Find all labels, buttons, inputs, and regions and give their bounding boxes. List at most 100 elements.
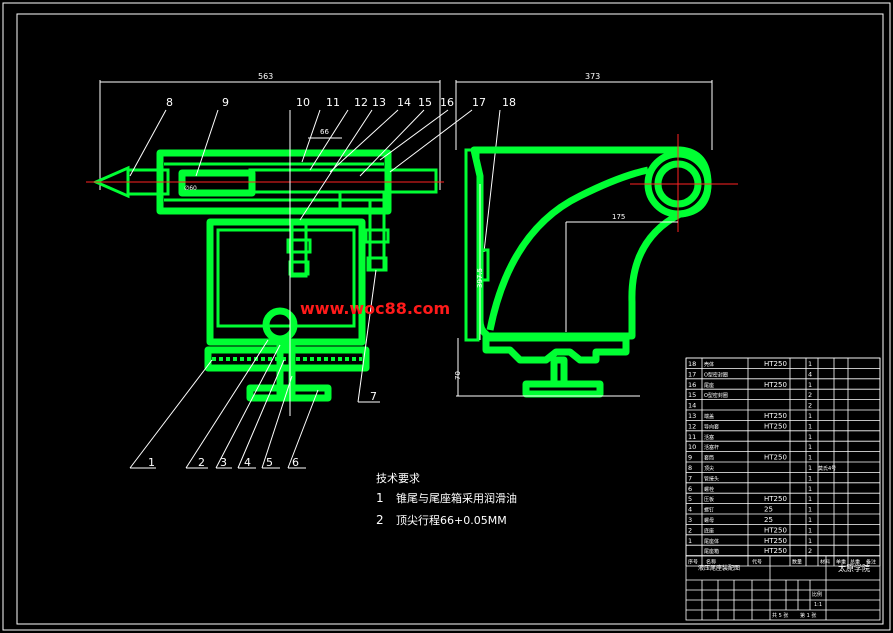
bom-row-name: 管接头 [704, 475, 719, 482]
scale-label: 比例 [812, 591, 822, 598]
label-15: 15 [418, 96, 432, 109]
bom-row-qty: 2 [808, 391, 812, 399]
bom-row-material: 25 [764, 506, 773, 514]
label-9: 9 [222, 96, 229, 109]
bom-row-name: 端盖 [704, 413, 714, 420]
bom-row-qty: 1 [808, 433, 812, 441]
inner-frame [16, 13, 884, 625]
bore-circle [262, 307, 298, 343]
label-3: 3 [220, 456, 227, 469]
bom-row-no: 18 [688, 360, 696, 368]
label-5: 5 [266, 456, 273, 469]
bom-row-name: 尾座 [704, 382, 714, 389]
scale-value: 1:1 [814, 602, 822, 608]
bom-row-no: 17 [688, 370, 696, 378]
bom-row-qty: 1 [808, 422, 812, 430]
bom-head-material: 材料 [820, 559, 830, 566]
title-block: 液压尾座装配图 太原学院 比例 1:1 共 5 张 第 1 张 [686, 555, 880, 620]
bom-row-qty: 1 [808, 474, 812, 482]
bom-head-note: 备注 [866, 559, 876, 566]
bom-row-name: 底座 [704, 527, 714, 534]
label-11: 11 [326, 96, 340, 109]
bom-row-name: O型密封圈 [704, 371, 728, 378]
bom-row-name: 压板 [704, 496, 714, 503]
bom-row-no: 9 [688, 454, 692, 462]
bom-row-qty: 2 [808, 547, 812, 555]
bom-row-material: HT250 [764, 495, 787, 503]
bom-row-qty: 1 [808, 495, 812, 503]
label-10: 10 [296, 96, 310, 109]
sheet-total: 共 5 张 [772, 612, 788, 619]
bom-row-qty: 1 [808, 443, 812, 451]
bom-head-qty: 数量 [792, 559, 802, 566]
bom-row-no: 6 [688, 485, 692, 493]
bom-row-name: 螺栓 [704, 486, 714, 493]
dim-70: 70 [454, 371, 462, 380]
bom-head-no: 序号 [688, 559, 698, 566]
bom-row-qty: 1 [808, 454, 812, 462]
label-4: 4 [244, 456, 251, 469]
bom-row-material: HT250 [764, 547, 787, 555]
tech-line-2: 顶尖行程66+0.05MM [396, 514, 507, 527]
label-1: 1 [148, 456, 155, 469]
label-18: 18 [502, 96, 516, 109]
dim-175: 175 [612, 213, 625, 221]
bom-row-qty: 1 [808, 516, 812, 524]
bom-row-no: 1 [688, 537, 692, 545]
bom-row-name: 导向套 [704, 423, 719, 430]
bom-head-name: 名称 [706, 559, 716, 566]
bom-row-qty: 4 [808, 370, 812, 378]
label-6: 6 [292, 456, 299, 469]
bom-row-no: 3 [688, 516, 692, 524]
label-16: 16 [440, 96, 454, 109]
bom-row-material: HT250 [764, 422, 787, 430]
bom-row-material: HT250 [764, 381, 787, 389]
bom-row-note: 莫氏4号 [818, 465, 836, 472]
bom-row-no: 14 [688, 402, 696, 410]
dim-diameter: ∅60 [184, 185, 197, 192]
bom-row-qty: 1 [808, 464, 812, 472]
bom-row-no: 12 [688, 422, 696, 430]
watermark: www.woc88.com [300, 299, 450, 318]
tech-num-2: 2 [376, 513, 384, 527]
label-2: 2 [198, 456, 205, 469]
bom-row-name: 螺钉 [704, 507, 714, 514]
dim-397: 397.5 [476, 268, 484, 288]
bom-row-qty: 1 [808, 381, 812, 389]
bom-head-total: 总重 [850, 559, 860, 566]
bom-row-material: HT250 [764, 360, 787, 368]
bom-row-name: 顶尖 [704, 465, 714, 472]
bom-row-material: 25 [764, 516, 773, 524]
bom-row-no: 16 [688, 381, 696, 389]
school-name: 太原学院 [838, 563, 870, 573]
label-13: 13 [372, 96, 386, 109]
bom-head-code: 代号 [752, 559, 762, 566]
bom-row-no: 5 [688, 495, 692, 503]
bom-row-no: 7 [688, 474, 692, 482]
drawing-name: 液压尾座装配图 [698, 564, 740, 572]
bom-row-material: HT250 [764, 412, 787, 420]
tech-line-1: 锥尾与尾座箱采用润滑油 [396, 491, 517, 505]
tech-num-1: 1 [376, 491, 384, 505]
bom-row-name: 活塞杆 [704, 444, 719, 451]
dim-373: 373 [585, 72, 600, 81]
bom-row-no: 2 [688, 526, 692, 534]
bom-row-no: 15 [688, 391, 696, 399]
bom-row-name: 尾座箱 [704, 548, 719, 555]
bom-row-no: 11 [688, 433, 696, 441]
dim-563: 563 [258, 72, 273, 81]
bom-row-qty: 1 [808, 537, 812, 545]
bom-row-qty: 1 [808, 485, 812, 493]
sheet-current: 第 1 张 [800, 612, 816, 619]
bom-row-name: 套筒 [704, 455, 714, 462]
bom-row-qty: 1 [808, 412, 812, 420]
tech-title: 技术要求 [376, 472, 420, 485]
bom-row-qty: 1 [808, 506, 812, 514]
bom-row-qty: 1 [808, 526, 812, 534]
bom-head-weight: 单重 [836, 559, 846, 566]
bom-row-no: 8 [688, 464, 692, 472]
right-view: 373 175 397.5 70 [454, 72, 738, 398]
